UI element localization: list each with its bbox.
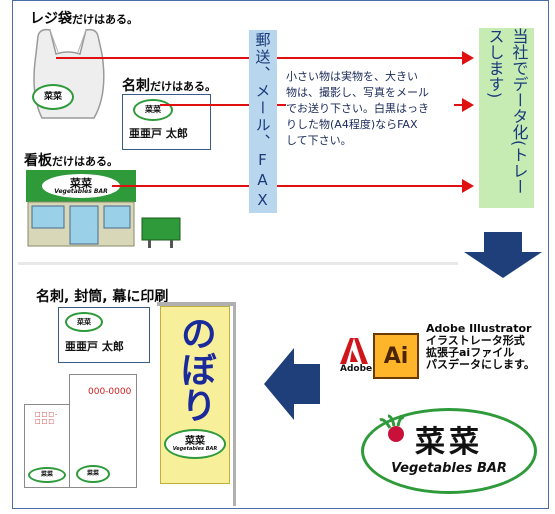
arrow-sign bbox=[112, 185, 466, 187]
adobe-logo-icon bbox=[340, 338, 368, 364]
instruction-note: 小さい物は実物を、大きい 物は、撮影し、写真をメール でお送り下さい。白黒はっき… bbox=[286, 69, 454, 149]
nobori-logo: 菜菜 Vegetables BAR bbox=[164, 429, 226, 459]
bag-label: レジ袋だけはある。 bbox=[30, 11, 138, 27]
radish-icon bbox=[379, 414, 405, 442]
data-conversion-box: 当社でデータ化(トレースします) bbox=[479, 28, 534, 208]
print-label: 名刺, 封筒, 幕に印刷 bbox=[36, 289, 169, 305]
card-label: 名刺だけはある。 bbox=[122, 78, 216, 94]
section-divider bbox=[18, 262, 458, 265]
envelope-zip: 000-0000 bbox=[88, 387, 132, 397]
illustrator-icon: Ai bbox=[373, 333, 419, 379]
card2-logo: 菜菜 bbox=[65, 312, 103, 332]
card-logo: 菜菜 bbox=[133, 99, 173, 121]
adobe-brand: Adobe bbox=[340, 364, 373, 374]
bag-logo: 菜菜 bbox=[32, 84, 74, 110]
business-card: 菜菜 亜亜戸 太郎 bbox=[122, 94, 211, 150]
env-large-logo: 菜菜 bbox=[76, 465, 110, 483]
arrowhead-1 bbox=[462, 51, 474, 65]
env-small-logo: 菜菜 bbox=[28, 467, 66, 483]
envelope-small: □□□-□□□ 菜菜 bbox=[24, 404, 70, 488]
down-arrow-icon bbox=[464, 232, 542, 278]
plastic-bag-icon bbox=[33, 28, 105, 119]
ai-description: Adobe Illustrator イラストレータ形式 拡張子aiファイル パス… bbox=[426, 322, 535, 371]
business-card-2: 菜菜 亜亜戸 太郎 bbox=[58, 307, 150, 363]
card-name: 亜亜戸 太郎 bbox=[129, 127, 188, 140]
nobori-pole bbox=[233, 302, 236, 506]
diagram-frame bbox=[12, 0, 549, 509]
nobori-banner: のぼり 菜菜 Vegetables BAR bbox=[160, 306, 230, 484]
nobori-top-bar bbox=[157, 302, 233, 306]
vegetables-bar-logo: 菜菜 Vegetables BAR bbox=[361, 408, 537, 494]
arrowhead-3 bbox=[462, 179, 474, 193]
sign-logo: 菜菜 Vegetables BAR bbox=[40, 172, 122, 200]
arrowhead-2 bbox=[462, 98, 474, 112]
card2-name: 亜亜戸 太郎 bbox=[65, 340, 124, 353]
sign-label: 看板だけはある。 bbox=[24, 153, 118, 169]
method-box: 郵送、メール、FAX bbox=[249, 30, 277, 213]
nobori-text: のぼり bbox=[174, 315, 216, 423]
envelope-large: 000-0000 菜菜 bbox=[69, 374, 137, 488]
left-arrow-icon bbox=[264, 348, 320, 420]
